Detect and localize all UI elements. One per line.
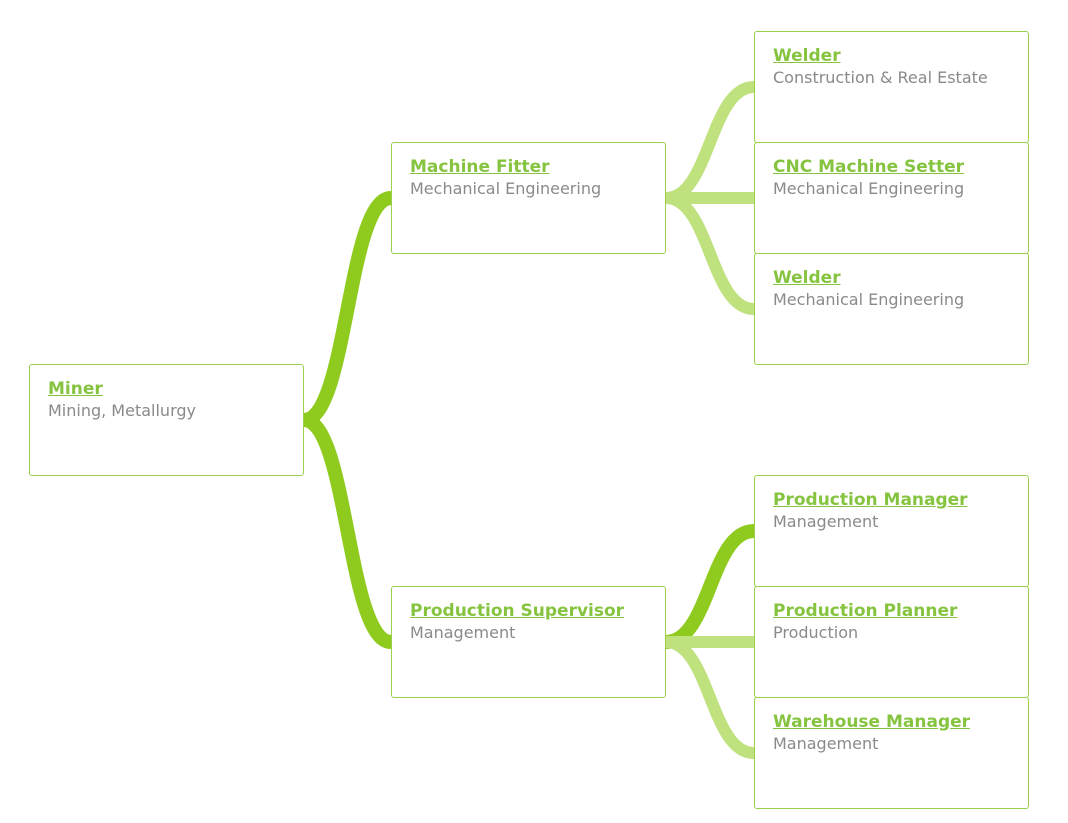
- career-title-link[interactable]: Welder: [773, 46, 841, 66]
- career-node-leaf-2-3[interactable]: Warehouse Manager Management: [754, 697, 1029, 809]
- career-category: Production: [773, 623, 859, 642]
- career-category: Management: [410, 623, 516, 642]
- connector-branch-2-to-leaf-1: [664, 524, 756, 649]
- career-title-link[interactable]: Production Manager: [773, 490, 968, 510]
- connector-branch-2-to-leaf-3: [665, 636, 755, 759]
- career-node-leaf-2-1[interactable]: Production Manager Management: [754, 475, 1029, 587]
- career-node-leaf-1-3[interactable]: Welder Mechanical Engineering: [754, 253, 1029, 365]
- career-title-link[interactable]: Production Planner: [773, 601, 958, 621]
- career-title-link[interactable]: Production Supervisor: [410, 601, 625, 621]
- career-title-link[interactable]: CNC Machine Setter: [773, 157, 964, 177]
- career-category: Management: [773, 512, 879, 531]
- career-title-link[interactable]: Warehouse Manager: [773, 712, 971, 732]
- career-title-link[interactable]: Machine Fitter: [410, 157, 550, 177]
- career-node-branch-1[interactable]: Machine Fitter Mechanical Engineering: [391, 142, 666, 254]
- career-node-leaf-1-2[interactable]: CNC Machine Setter Mechanical Engineerin…: [754, 142, 1029, 254]
- connector-root-to-branch-2: [302, 413, 393, 649]
- career-title-link[interactable]: Welder: [773, 268, 841, 288]
- career-node-leaf-1-1[interactable]: Welder Construction & Real Estate: [754, 31, 1029, 143]
- career-category: Mining, Metallurgy: [48, 401, 196, 420]
- career-node-branch-2[interactable]: Production Supervisor Management: [391, 586, 666, 698]
- career-category: Mechanical Engineering: [773, 290, 965, 309]
- career-category: Mechanical Engineering: [410, 179, 602, 198]
- career-node-root[interactable]: Miner Mining, Metallurgy: [29, 364, 304, 476]
- connector-root-to-branch-1: [302, 191, 393, 427]
- career-category: Construction & Real Estate: [773, 68, 988, 87]
- connector-branch-1-to-leaf-3: [665, 192, 755, 315]
- career-category: Mechanical Engineering: [773, 179, 965, 198]
- career-node-leaf-2-2[interactable]: Production Planner Production: [754, 586, 1029, 698]
- career-category: Management: [773, 734, 879, 753]
- career-title-link[interactable]: Miner: [48, 379, 103, 399]
- connector-branch-1-to-leaf-1: [665, 81, 755, 204]
